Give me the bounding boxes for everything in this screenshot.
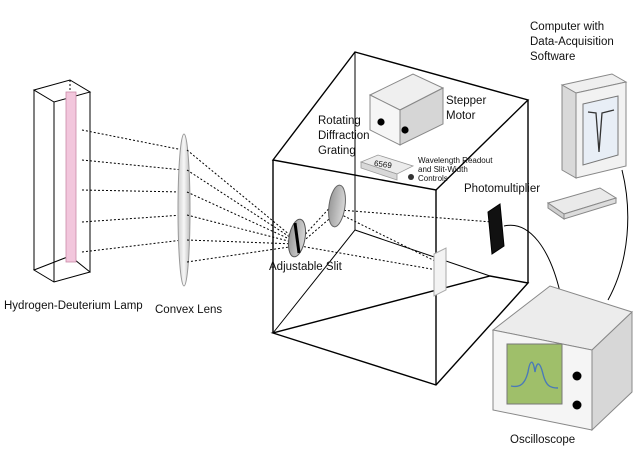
wavelength-readout-device [359, 154, 415, 181]
rays-lamp-to-lens [81, 129, 184, 253]
lamp-tube [65, 91, 77, 263]
slit-label: Adjustable Slit [269, 261, 342, 273]
cables [503, 169, 629, 301]
motor-knob-icon [377, 118, 385, 126]
adjustable-slit [287, 218, 307, 258]
readout-label: Wavelength Readout and Slit-Width Contro… [418, 156, 493, 183]
computer-trace [587, 109, 615, 153]
oscilloscope [491, 285, 633, 432]
oscilloscope-screen [506, 343, 563, 405]
exit-mirror [433, 247, 447, 297]
lens-label: Convex Lens [155, 304, 223, 316]
grating-label: Rotating Diffraction Grating [318, 115, 370, 157]
readout-knob-icon [408, 174, 414, 180]
computer-label: Computer with Data-Acquisition Software [530, 21, 614, 63]
photomultiplier-label: Photomultiplier [464, 183, 541, 195]
oscilloscope-label: Oscilloscope [510, 434, 576, 446]
diffraction-grating [328, 184, 346, 228]
convex-lens [177, 133, 191, 287]
lamp-label: Hydrogen-Deuterium Lamp [4, 300, 143, 312]
photomultiplier [487, 203, 505, 255]
motor-knob-icon [401, 126, 409, 134]
lamp [32, 79, 92, 283]
oscilloscope-trace [510, 361, 559, 389]
motor-label: Stepper Motor [446, 95, 487, 122]
rays-lens-to-slit [186, 149, 297, 263]
computer [546, 73, 628, 220]
scope-knob-icon [572, 400, 582, 410]
scope-knob-icon [572, 371, 582, 381]
stepper-motor [368, 73, 445, 146]
